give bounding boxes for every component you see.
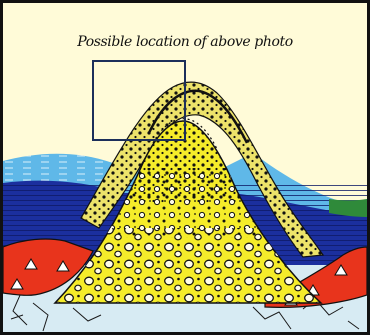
light-blue-dashes (3, 154, 113, 185)
caption: Possible location of above photo (3, 34, 367, 50)
geologic-cross-section (3, 3, 367, 332)
